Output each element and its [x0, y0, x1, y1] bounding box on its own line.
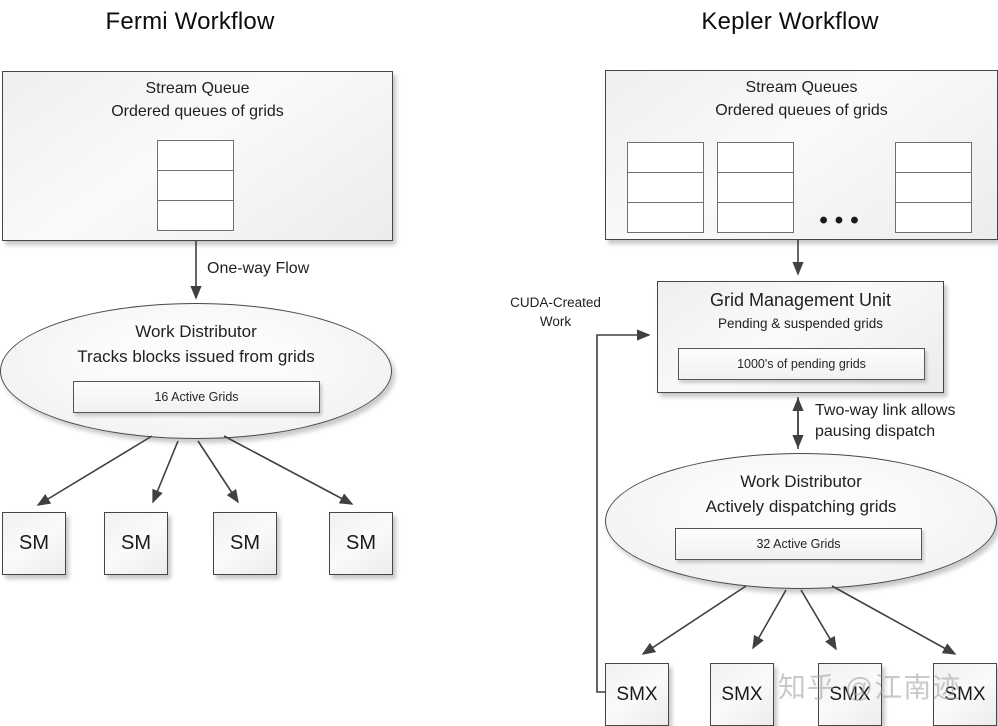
queue-ellipsis-dots: •••	[819, 207, 866, 234]
fermi-stream-queue-title: Stream Queue	[145, 80, 250, 97]
one-way-flow-label: One-way Flow	[207, 260, 310, 277]
arrow-kepler-to-smx4	[831, 585, 957, 655]
queue-cell	[158, 201, 233, 230]
smx-box-2: SMX	[710, 663, 774, 726]
gmu-title: Grid Management Unit	[709, 290, 892, 310]
arrow-kepler-to-smx3	[800, 589, 837, 651]
kepler-active-grids-badge: 32 Active Grids	[675, 528, 922, 560]
kepler-distributor-subtitle: Actively dispatching grids	[705, 497, 897, 516]
fermi-title: Fermi Workflow	[105, 8, 275, 35]
two-way-link-label: Two-way link allows pausing dispatch	[815, 400, 955, 442]
sm-box-2: SM	[104, 512, 168, 575]
two-way-label-line1: Two-way link allows	[815, 402, 956, 419]
kepler-queue-stack-2	[717, 142, 794, 233]
kepler-stream-queues-title: Stream Queues	[745, 79, 858, 96]
queue-cell	[896, 203, 971, 232]
gmu-subtitle: Pending & suspended grids	[717, 316, 884, 331]
arrow-kepler-to-smx1	[641, 585, 747, 655]
sm-box-4: SM	[329, 512, 393, 575]
arrow-fermi-to-sm2	[152, 440, 179, 504]
queue-cell	[628, 173, 703, 203]
queue-cell	[158, 171, 233, 201]
sm-box-1: SM	[2, 512, 66, 575]
two-way-label-line2: pausing dispatch	[815, 423, 936, 440]
kepler-queue-stack-1	[627, 142, 704, 233]
queue-cell	[896, 173, 971, 203]
fermi-stream-queue-subtitle: Ordered queues of grids	[111, 103, 284, 120]
queue-cell	[628, 143, 703, 173]
arrow-fermi-to-sm3	[197, 440, 239, 504]
sm-box-3: SM	[213, 512, 277, 575]
arrow-fermi-to-sm4	[223, 435, 354, 505]
cuda-label-line1: CUDA-Created	[510, 295, 601, 310]
kepler-work-distributor-ellipse: Work Distributor Actively dispatching gr…	[605, 453, 997, 589]
queue-cell	[158, 141, 233, 171]
cuda-created-work-label: CUDA-Created Work	[498, 293, 613, 331]
smx-box-4: SMX	[933, 663, 997, 726]
fermi-distributor-title: Work Distributor	[135, 322, 257, 341]
smx-box-1: SMX	[605, 663, 669, 726]
kepler-queue-stack-3	[895, 142, 972, 233]
arrow-kepler-to-smx2	[752, 589, 787, 650]
queue-cell	[718, 203, 793, 232]
fermi-distributor-subtitle: Tracks blocks issued from grids	[77, 347, 315, 366]
fermi-work-distributor-ellipse: Work Distributor Tracks blocks issued fr…	[0, 303, 392, 439]
arrow-fermi-to-sm1	[36, 435, 153, 506]
kepler-title: Kepler Workflow	[701, 8, 879, 35]
fermi-active-grids-badge: 16 Active Grids	[73, 381, 320, 413]
cuda-label-line2: Work	[539, 314, 572, 329]
watermark-text: 知乎 @江南迹	[778, 672, 962, 703]
kepler-distributor-title: Work Distributor	[740, 472, 862, 491]
queue-cell	[718, 143, 793, 173]
kepler-stream-queues-subtitle: Ordered queues of grids	[715, 102, 888, 119]
queue-cell	[896, 143, 971, 173]
queue-cell	[718, 173, 793, 203]
smx-box-3: SMX	[818, 663, 882, 726]
fermi-queue-stack	[157, 140, 234, 231]
queue-cell	[628, 203, 703, 232]
gmu-pending-grids-badge: 1000's of pending grids	[678, 348, 925, 380]
